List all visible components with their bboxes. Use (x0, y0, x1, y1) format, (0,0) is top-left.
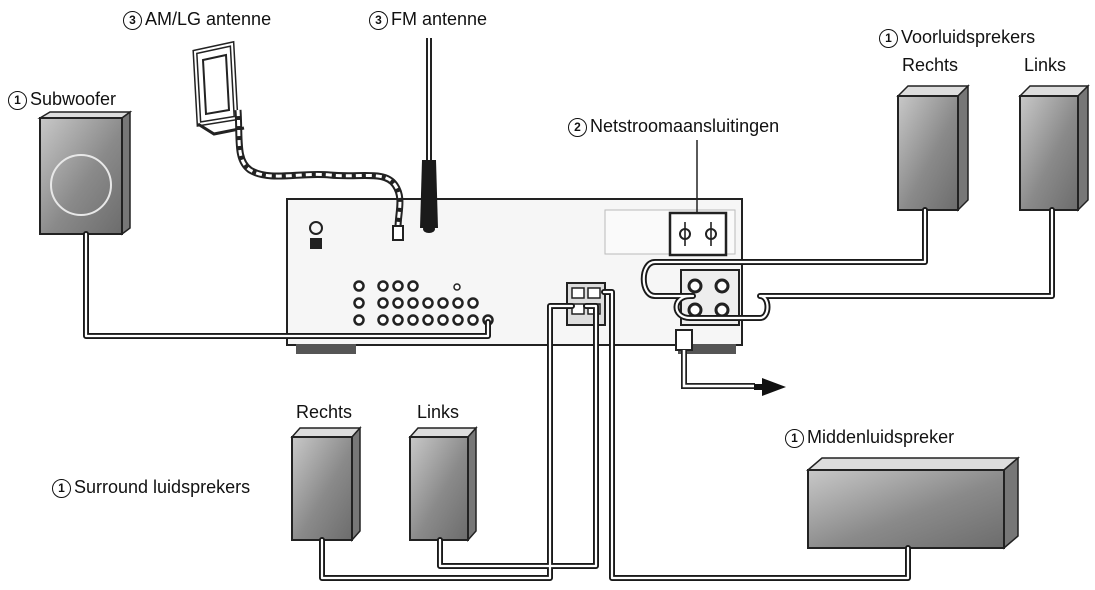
speaker-icon-center (805, 456, 1021, 550)
front-right-label: Rechts (902, 55, 959, 75)
am-loop-antenna-icon (192, 40, 404, 241)
speaker-cables (83, 207, 1055, 581)
speaker-icon-front-left (1018, 84, 1090, 212)
speaker-icon-surround-right (290, 426, 362, 542)
surround-left-label: Links (417, 402, 460, 422)
surround-right-label: Rechts (296, 402, 353, 422)
receiver-rear-panel-icon (286, 198, 743, 354)
arrow-right-icon (762, 378, 786, 396)
speaker-icon-front-right (896, 84, 970, 212)
speaker-icon-surround-left (408, 426, 478, 542)
rca-jacks (353, 280, 494, 326)
front-left-label: Links (1024, 55, 1067, 75)
subwoofer-icon (37, 110, 133, 236)
power-outlet-icon (668, 211, 728, 257)
fm-wire-antenna-icon (420, 38, 438, 233)
